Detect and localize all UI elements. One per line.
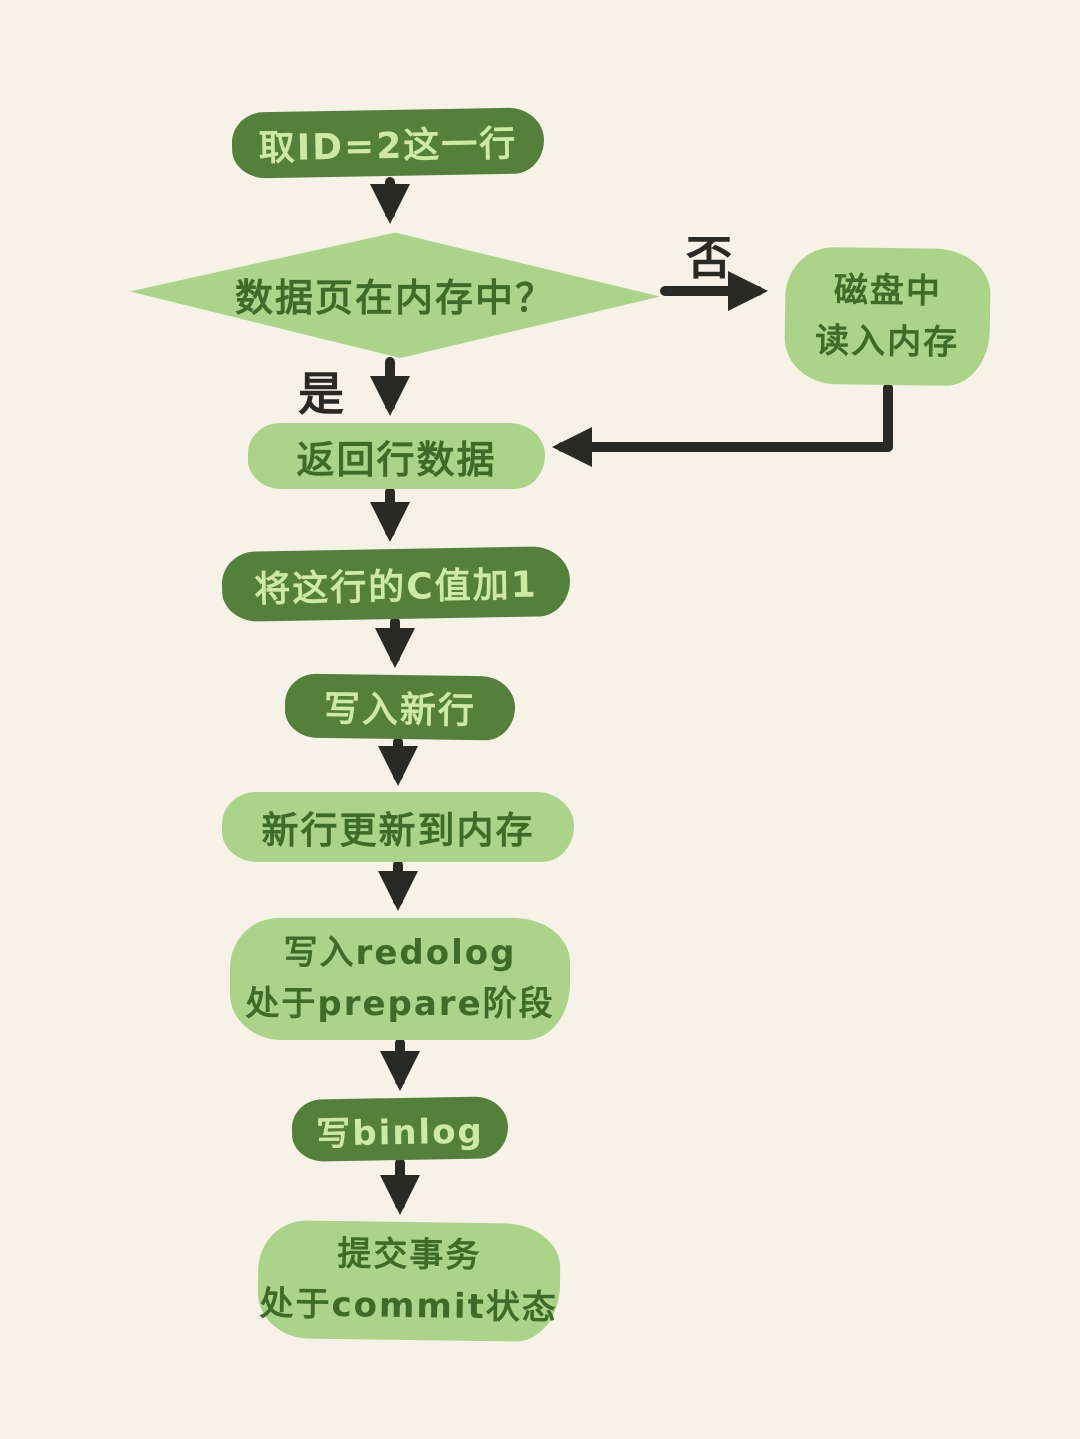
node-write-redolog-line1: 写入redolog [283,933,517,973]
node-start: 取ID=2这一行 [231,107,545,179]
node-write-redolog-line2: 处于prepare阶段 [245,984,555,1024]
edge-label-no: 否 [686,231,732,285]
node-write-new-row: 写入新行 [284,673,516,741]
node-increment-c: 将这行的C值加1 [221,545,571,623]
node-disk-read-line2: 读入内存 [814,320,960,363]
arrow-disk-to-return [552,383,893,467]
node-commit-line1: 提交事务 [337,1233,482,1277]
node-commit: 提交事务 处于commit状态 [257,1219,561,1343]
edge-label-yes: 是 [298,367,344,421]
node-disk-read: 磁盘中 读入内存 [784,246,991,387]
node-start-label: 取ID=2这一行 [258,123,518,170]
node-update-memory: 新行更新到内存 [222,792,574,862]
node-increment-c-label: 将这行的C值加1 [253,564,539,611]
node-decision-label: 数据页在内存中？ [234,275,555,320]
node-commit-line2: 处于commit状态 [259,1283,559,1329]
node-write-binlog-label: 写binlog [315,1111,485,1154]
node-return-row-label: 返回行数据 [296,437,497,482]
node-disk-read-line1: 磁盘中 [833,269,943,312]
node-write-binlog: 写binlog [291,1096,509,1162]
node-write-redolog: 写入redolog 处于prepare阶段 [230,918,570,1040]
node-write-new-row-label: 写入新行 [323,688,477,733]
node-update-memory-label: 新行更新到内存 [261,809,535,852]
node-return-row: 返回行数据 [248,423,545,489]
